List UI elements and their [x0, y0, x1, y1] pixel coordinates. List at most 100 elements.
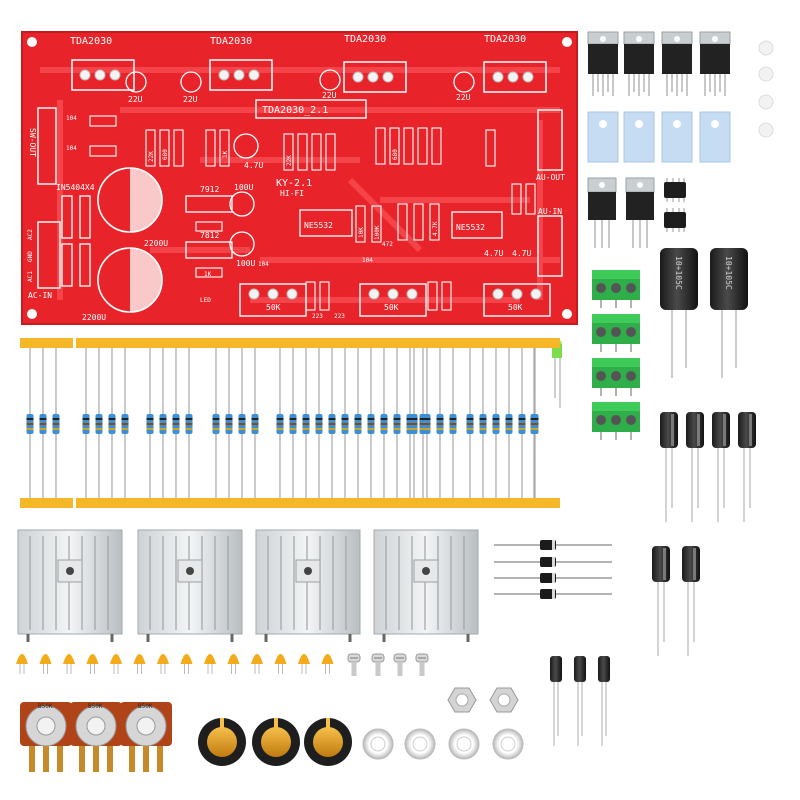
- small-cap: [598, 656, 610, 746]
- title-box: [255, 99, 367, 119]
- hex-nut: [447, 687, 477, 713]
- board-title: TDA2030_2.1: [262, 105, 328, 116]
- ac-pin-label: AC1: [27, 271, 34, 282]
- washer: [362, 728, 394, 760]
- big-cap-label: 2200U: [82, 313, 106, 322]
- resistor-strip: [76, 338, 142, 508]
- medium-cap: [738, 412, 756, 522]
- potentiometer: B50K: [120, 702, 172, 772]
- opamp-footprints: [299, 209, 503, 239]
- au-in-footprint: [537, 215, 563, 277]
- terminal-block-group: [592, 270, 640, 440]
- heatsink: [137, 529, 243, 642]
- cap-label: 22U: [183, 95, 198, 104]
- small-cap: [550, 656, 562, 746]
- voltage-regulator: [625, 177, 655, 248]
- washer: [492, 728, 524, 760]
- opamp-label: NE5532: [304, 221, 333, 230]
- mounting-holes: [27, 37, 572, 319]
- knob: [252, 718, 300, 766]
- cap-label: 22U: [322, 91, 337, 100]
- washer-group: [362, 728, 524, 760]
- resistor-strip: [206, 338, 272, 508]
- resistor-mark: 4.7K: [432, 221, 439, 236]
- medium-cap: [712, 412, 730, 522]
- pcb-traces: [40, 67, 560, 303]
- heatsink: [17, 529, 123, 642]
- opamp-chip: [664, 178, 686, 202]
- medium-cap: [686, 412, 704, 522]
- diode: [494, 589, 612, 599]
- ceramic-cap: [16, 654, 28, 674]
- amp-pads: [79, 69, 534, 83]
- cap-footprints: [125, 69, 475, 257]
- resistor-mark: 22K: [148, 151, 155, 162]
- ceramic-cap: [204, 654, 216, 674]
- amp-label: TDA2030: [70, 36, 112, 47]
- potentiometer: B50K: [20, 702, 72, 772]
- ac-pin-label: AC2: [27, 229, 34, 240]
- au-out-footprint: [537, 109, 563, 171]
- cap-label: 4.7U: [484, 249, 503, 258]
- opamp-chip: [664, 208, 686, 232]
- large-cap-text: 10+105C: [724, 256, 733, 290]
- regulator-footprints: [185, 195, 233, 259]
- ac-in-footprint: [37, 221, 61, 289]
- resistor-strip: [140, 338, 206, 508]
- large-electrolytic-caps: 10+105C 10+105C: [660, 248, 748, 378]
- diode-label: IN5404X4: [56, 183, 95, 192]
- cap-label: 100U: [236, 259, 255, 268]
- pot-label: 50K: [508, 303, 523, 312]
- hex-nut: [489, 687, 519, 713]
- opamp-chip-group: [664, 178, 686, 232]
- cap-label: 4.7U: [512, 249, 531, 258]
- small-cap: [574, 656, 586, 746]
- misc-label: 1K: [204, 271, 212, 278]
- resistor-mark: 10K: [358, 227, 365, 238]
- ac-pin-label: GND: [27, 251, 34, 262]
- medium-cap: [660, 412, 678, 522]
- terminal-block: [592, 358, 640, 396]
- ceramic-cap: [110, 654, 122, 674]
- ceramic-cap: [180, 654, 193, 674]
- cap-label: 22U: [456, 93, 471, 102]
- thermal-pads: [587, 111, 731, 163]
- medium-cap: [652, 546, 670, 656]
- ceramic-cap: [39, 654, 52, 674]
- misc-label: 104: [66, 145, 77, 152]
- diode: [494, 540, 612, 550]
- resistor-strip: [460, 338, 552, 508]
- medium-cap: [682, 546, 700, 656]
- misc-label: 104: [66, 115, 77, 122]
- thermal-pad-holes: [599, 120, 719, 128]
- ceramic-cap: [86, 654, 99, 674]
- small-electrolytic-caps: [550, 656, 610, 746]
- heatsink-group: [17, 529, 479, 642]
- resistor-mark: 22K: [286, 155, 293, 166]
- big-cap-label: 2200U: [144, 239, 168, 248]
- resistor-mark: 680: [392, 149, 399, 160]
- heatsink: [255, 529, 361, 642]
- ceramic-cap: [63, 654, 75, 674]
- misc-label: 104: [362, 257, 373, 264]
- ceramic-cap: [133, 654, 146, 674]
- misc-label: LED: [200, 297, 211, 304]
- au-out-label: AU-OUT: [536, 173, 565, 182]
- ceramic-cap: [298, 654, 310, 674]
- screw: [415, 653, 429, 676]
- resistor-mark: 1K: [222, 150, 229, 158]
- resistor-mark: 100K: [374, 225, 381, 240]
- ceramic-cap-row: [16, 654, 334, 674]
- voltage-regulator: [587, 177, 617, 248]
- amp-footprints: [71, 59, 547, 93]
- terminal-block: [592, 270, 640, 308]
- amp-ic: [661, 31, 693, 96]
- opamp-label: NE5532: [456, 223, 485, 232]
- cap-label: 100U: [234, 183, 253, 192]
- screw: [393, 653, 407, 676]
- large-cap: 10+105C: [710, 248, 748, 378]
- potentiometer: B50K: [70, 702, 122, 772]
- board-pot-footprints: [239, 283, 551, 317]
